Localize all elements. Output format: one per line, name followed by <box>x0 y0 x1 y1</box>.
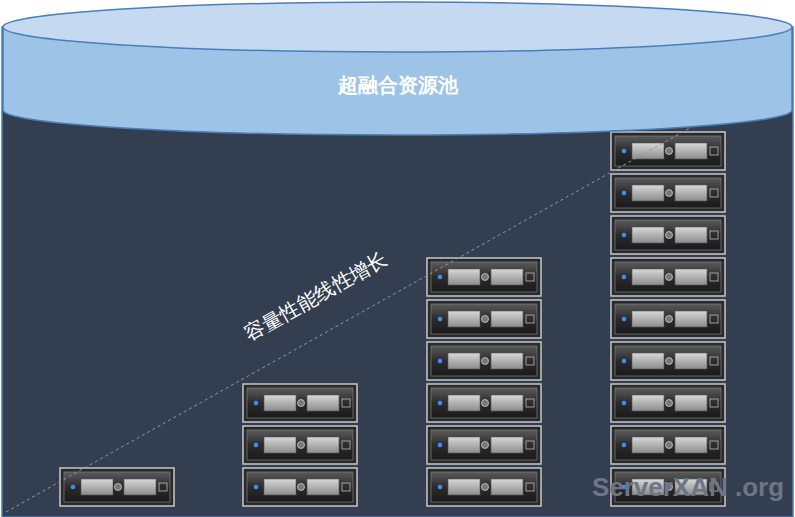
server-unit <box>611 216 725 254</box>
server-unit <box>60 468 174 506</box>
watermark: ServerXAN .org <box>588 471 788 504</box>
server-unit <box>427 300 541 338</box>
server-unit <box>611 174 725 212</box>
server-unit <box>243 426 357 464</box>
server-unit <box>243 384 357 422</box>
pool-title: 超融合资源池 <box>338 72 458 99</box>
server-unit <box>611 258 725 296</box>
server-unit <box>243 468 357 506</box>
server-unit <box>611 384 725 422</box>
server-stacks <box>60 132 725 506</box>
server-unit <box>427 426 541 464</box>
resource-pool-cylinder: 超融合资源池 <box>2 0 793 140</box>
server-unit <box>427 342 541 380</box>
server-unit <box>611 342 725 380</box>
pool-body <box>2 27 793 517</box>
server-unit <box>427 258 541 296</box>
server-unit <box>427 384 541 422</box>
server-unit <box>611 132 725 170</box>
server-unit <box>427 468 541 506</box>
server-unit <box>611 300 725 338</box>
cylinder-outline <box>2 0 793 140</box>
growth-arrow <box>6 84 768 512</box>
server-unit <box>611 426 725 464</box>
